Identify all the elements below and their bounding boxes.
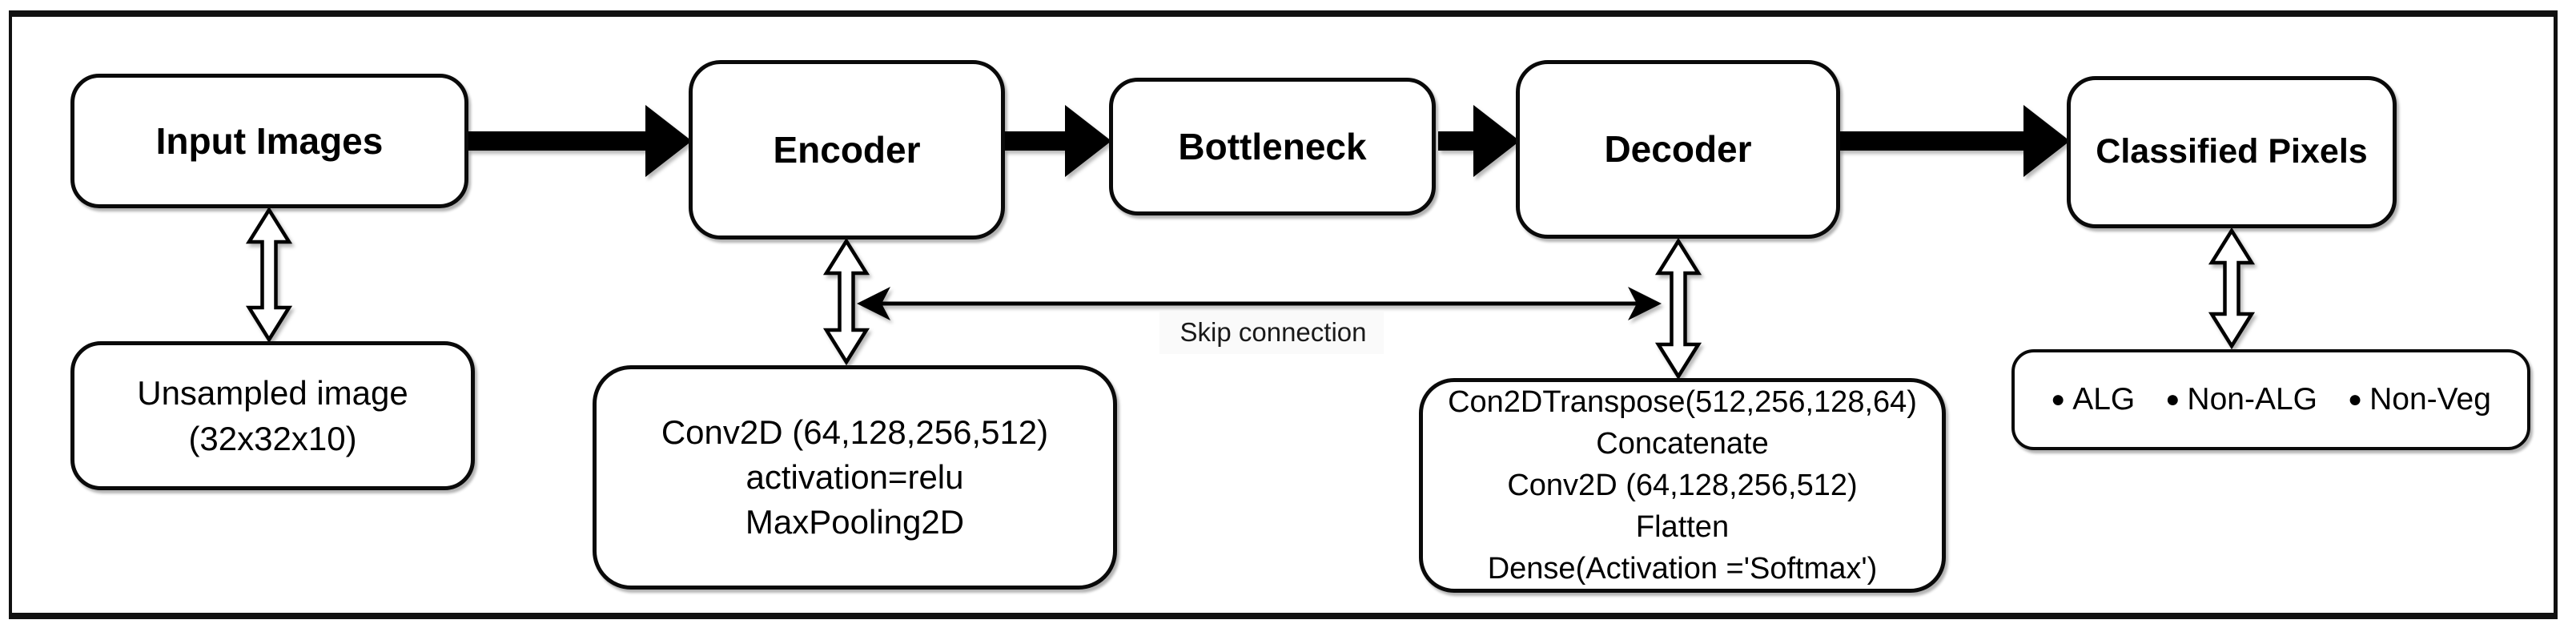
- legend-box: ● ALG ● Non-ALG ● Non-Veg: [2011, 349, 2530, 450]
- unsampled-image-line: Unsampled image: [137, 374, 408, 412]
- legend-item-non-alg: ● Non-ALG: [2165, 382, 2317, 417]
- legend-label-alg: ALG: [2072, 382, 2136, 417]
- skip-connection-label: Skip connection: [1179, 317, 1367, 347]
- decoder-layer-conv2dtranspose: Con2DTranspose(512,256,128,64): [1448, 385, 1917, 419]
- outer-frame: [9, 10, 2558, 619]
- node-decoder-label: Decoder: [1604, 128, 1752, 171]
- node-bottleneck-label: Bottleneck: [1178, 125, 1367, 167]
- legend-label-non-veg: Non-Veg: [2369, 382, 2491, 417]
- encoder-layer-maxpooling: MaxPooling2D: [745, 503, 965, 541]
- legend-bullet-icon: ●: [2051, 386, 2066, 413]
- decoder-layer-concatenate: Concatenate: [1596, 427, 1769, 461]
- legend-row: ● ALG ● Non-ALG ● Non-Veg: [2051, 382, 2491, 417]
- node-unsampled-image: Unsampled image (32x32x10): [70, 341, 475, 490]
- decoder-layer-conv2d: Conv2D (64,128,256,512): [1507, 469, 1858, 502]
- node-decoder: Decoder: [1516, 60, 1840, 239]
- unsampled-image-shape: (32x32x10): [188, 420, 357, 457]
- node-classified-pixels-label: Classified Pixels: [2096, 132, 2368, 171]
- node-input-images-label: Input Images: [155, 119, 384, 162]
- skip-connection-label-background: [1159, 311, 1384, 354]
- node-input-images: Input Images: [70, 74, 468, 208]
- legend-bullet-icon: ●: [2347, 386, 2363, 413]
- node-encoder-layers: Conv2D (64,128,256,512) activation=relu …: [593, 365, 1117, 590]
- node-encoder: Encoder: [689, 60, 1005, 239]
- node-bottleneck: Bottleneck: [1109, 78, 1436, 215]
- node-encoder-label: Encoder: [773, 128, 921, 171]
- legend-item-non-veg: ● Non-Veg: [2348, 382, 2491, 417]
- decoder-layer-flatten: Flatten: [1635, 510, 1730, 544]
- node-decoder-layers: Con2DTranspose(512,256,128,64) Concatena…: [1419, 378, 1946, 593]
- encoder-layer-activation: activation=relu: [745, 458, 964, 496]
- legend-label-non-alg: Non-ALG: [2187, 382, 2317, 417]
- legend-bullet-icon: ●: [2165, 386, 2180, 413]
- decoder-layer-dense: Dense(Activation ='Softmax'): [1487, 552, 1878, 586]
- legend-item-alg: ● ALG: [2051, 382, 2135, 417]
- encoder-layer-conv2d: Conv2D (64,128,256,512): [661, 413, 1049, 451]
- node-classified-pixels: Classified Pixels: [2067, 76, 2397, 228]
